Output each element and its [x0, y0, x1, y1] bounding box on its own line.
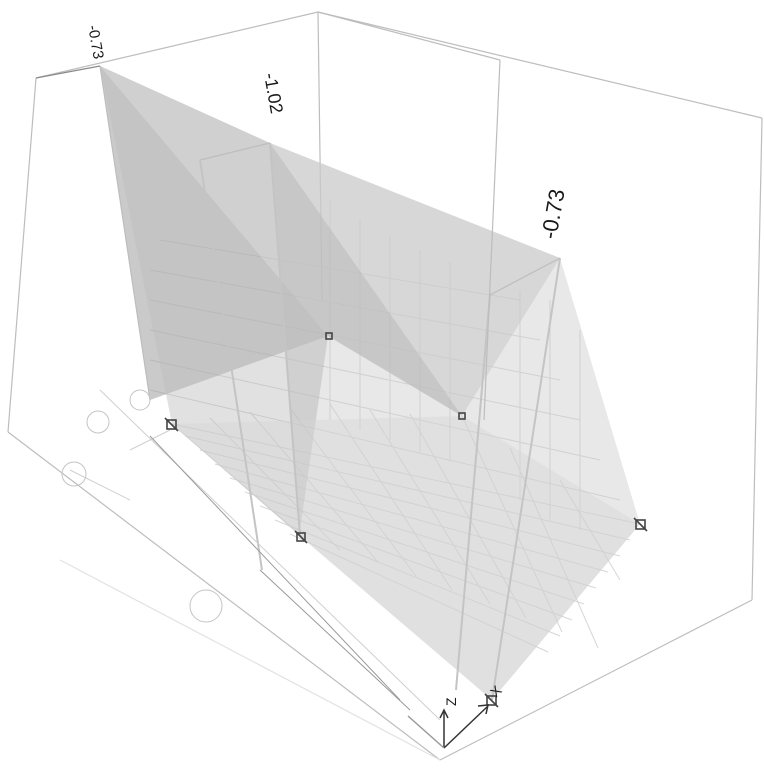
support-icon: [294, 530, 308, 544]
load-value-left: -0.73: [84, 24, 107, 61]
load-triangle-dark-middle: [270, 143, 462, 530]
support-icon: [484, 693, 499, 708]
load-value-right: -0.73: [536, 187, 569, 241]
grid-bubble-icon: [61, 461, 87, 487]
supports: [164, 332, 648, 708]
column-left: [199, 159, 263, 571]
frame-members: [35, 11, 561, 701]
axis-triad-icon: [407, 704, 489, 749]
column-mid: [269, 142, 301, 537]
column-right: [455, 294, 491, 691]
grid-bubble-icon: [189, 589, 223, 623]
load-triangle-dark-left: [100, 66, 328, 400]
support-icon: [458, 412, 466, 420]
beam-top-right: [489, 257, 561, 296]
grid-bubbles: [61, 389, 223, 623]
column-back-right: [483, 59, 501, 421]
load-plane-front: [270, 143, 640, 700]
load-plane-left: [100, 66, 300, 536]
ground-gridlines: [69, 389, 441, 721]
support-icon: [325, 332, 333, 340]
column-back-left: [99, 65, 151, 401]
floor-grid: [171, 403, 641, 653]
beam-top-left: [199, 142, 271, 161]
support-icon: [164, 417, 179, 432]
load-plane-floor: [172, 416, 640, 700]
load-tick-left: [35, 65, 101, 79]
outer-wireframe: [7, 11, 763, 761]
axis-label-z: Z: [443, 697, 459, 706]
load-value-middle: -1.02: [260, 71, 287, 115]
column-front: [491, 257, 561, 701]
support-icon: [633, 517, 648, 532]
grid-bubble-icon: [86, 410, 110, 434]
grid-bubble-icon: [129, 389, 151, 411]
wind-load-distribution: [100, 66, 640, 700]
